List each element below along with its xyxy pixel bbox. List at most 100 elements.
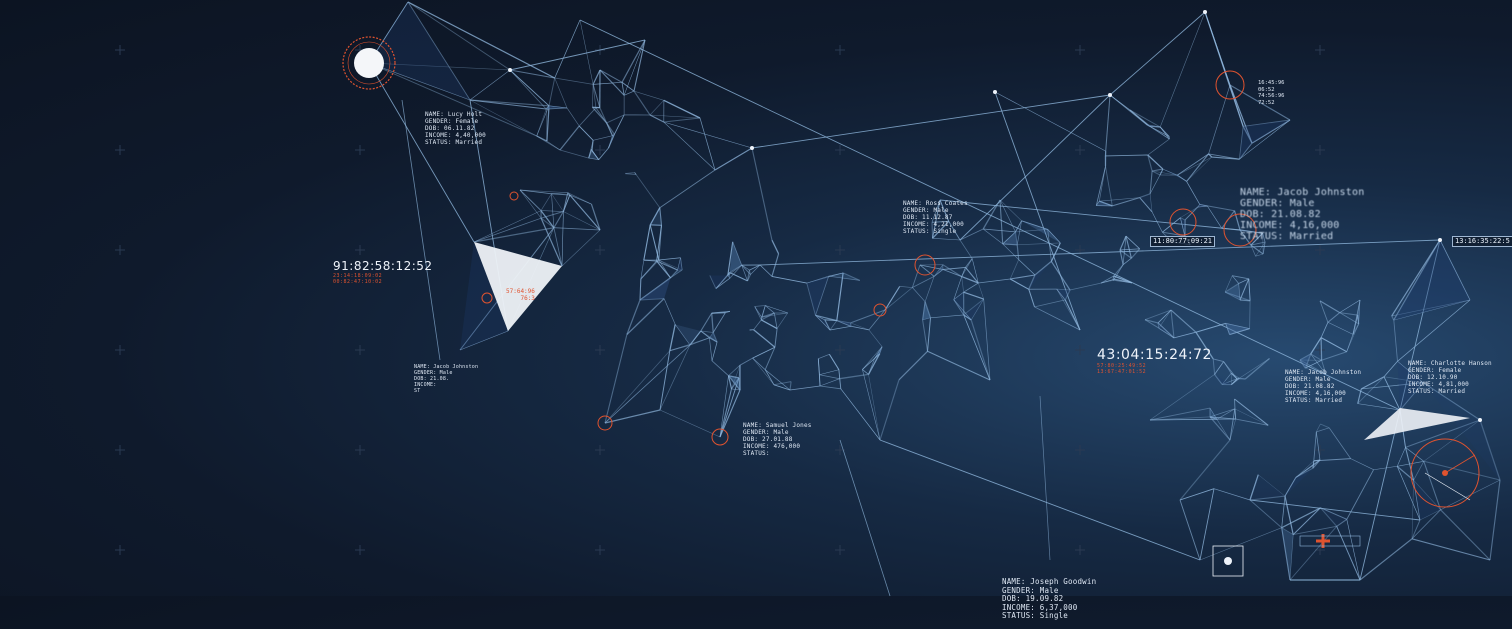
network-edge bbox=[772, 254, 779, 277]
network-edge bbox=[1017, 245, 1019, 260]
network-edge bbox=[772, 276, 807, 283]
network-edge bbox=[547, 106, 549, 141]
network-edge bbox=[1010, 260, 1019, 279]
network-edge bbox=[753, 358, 766, 370]
network-edge bbox=[869, 354, 880, 375]
network-edge bbox=[1224, 362, 1237, 379]
network-edge bbox=[943, 267, 966, 269]
network-edge bbox=[1441, 510, 1490, 560]
network-edge bbox=[1328, 322, 1353, 334]
network-edge bbox=[928, 318, 931, 352]
network-edge bbox=[1101, 276, 1114, 283]
network-edge bbox=[660, 345, 690, 410]
network-facet bbox=[1003, 232, 1017, 245]
network-edge bbox=[664, 100, 700, 118]
network-edge bbox=[634, 91, 664, 100]
network-edge bbox=[625, 174, 636, 175]
network-edge bbox=[659, 258, 681, 260]
network-edge bbox=[984, 299, 990, 380]
network-edge bbox=[1384, 377, 1400, 410]
network-edge bbox=[670, 324, 675, 350]
network-edge bbox=[627, 300, 640, 335]
network-edge bbox=[1010, 279, 1029, 289]
network-edge bbox=[712, 313, 714, 332]
network-edge bbox=[1285, 496, 1293, 534]
network-edge bbox=[964, 283, 979, 292]
network-edge bbox=[474, 211, 541, 242]
network-edge bbox=[1314, 432, 1317, 461]
network-node bbox=[1203, 10, 1207, 14]
network-edge bbox=[1320, 301, 1340, 313]
network-edge bbox=[600, 70, 622, 82]
network-edge bbox=[560, 126, 579, 150]
network-edge bbox=[664, 299, 675, 325]
network-edge bbox=[520, 190, 541, 211]
network-edge bbox=[912, 288, 925, 302]
network-edge bbox=[820, 379, 840, 386]
network-edge bbox=[664, 118, 700, 122]
network-edge bbox=[1131, 249, 1139, 258]
network-facet bbox=[1285, 468, 1313, 496]
network-node bbox=[1108, 93, 1112, 97]
network-edge bbox=[818, 359, 820, 386]
network-edge bbox=[659, 260, 678, 270]
network-edge bbox=[1296, 460, 1320, 478]
network-edge bbox=[541, 194, 552, 211]
network-edge bbox=[1096, 166, 1105, 205]
network-edge bbox=[1171, 310, 1174, 338]
network-facet bbox=[650, 208, 661, 226]
network-edge bbox=[622, 40, 645, 82]
network-edge bbox=[470, 70, 510, 100]
network-edge bbox=[753, 358, 774, 385]
network-edge bbox=[1187, 154, 1209, 182]
network-facet bbox=[1250, 475, 1285, 500]
network-edge bbox=[820, 370, 839, 375]
network-edge bbox=[862, 370, 880, 441]
network-edge bbox=[552, 193, 568, 194]
network-edge bbox=[880, 440, 1200, 560]
network-edge bbox=[1340, 300, 1360, 313]
network-edge bbox=[1235, 399, 1269, 425]
network-facet bbox=[709, 333, 717, 343]
network-edge bbox=[1210, 417, 1230, 440]
network-edge bbox=[1249, 279, 1250, 301]
network-edge bbox=[820, 386, 841, 389]
network-edge bbox=[709, 338, 712, 361]
network-edge bbox=[1185, 205, 1200, 221]
network-edge bbox=[1180, 500, 1200, 560]
network-edge bbox=[554, 228, 600, 230]
network-edge bbox=[1000, 200, 1016, 232]
network-edge bbox=[899, 351, 928, 380]
network-edge bbox=[660, 410, 720, 437]
network-edge bbox=[774, 313, 777, 329]
network-edge bbox=[627, 299, 664, 335]
network-edge bbox=[1329, 428, 1351, 459]
network-node bbox=[750, 146, 754, 150]
network-edge bbox=[568, 193, 592, 204]
network-edge bbox=[1017, 243, 1060, 245]
network-edge bbox=[713, 313, 725, 333]
network-edge bbox=[1019, 260, 1035, 275]
network-edge bbox=[537, 136, 547, 141]
network-edge bbox=[869, 374, 881, 440]
network-edge bbox=[1337, 526, 1360, 580]
network-edge bbox=[1384, 361, 1398, 377]
network-edge bbox=[1070, 283, 1101, 290]
network-edge bbox=[1214, 489, 1250, 500]
network-edge bbox=[520, 190, 541, 218]
network-edge bbox=[1250, 301, 1251, 329]
network-edge bbox=[750, 265, 761, 270]
network-edge bbox=[1106, 166, 1113, 206]
network-edge bbox=[885, 286, 900, 310]
network-edge bbox=[567, 108, 579, 126]
network-edge bbox=[605, 351, 670, 423]
network-edge bbox=[712, 342, 717, 361]
network-edge bbox=[869, 330, 882, 347]
network-edge bbox=[818, 354, 829, 358]
network-edge bbox=[1200, 489, 1214, 560]
network-edge bbox=[753, 347, 775, 358]
